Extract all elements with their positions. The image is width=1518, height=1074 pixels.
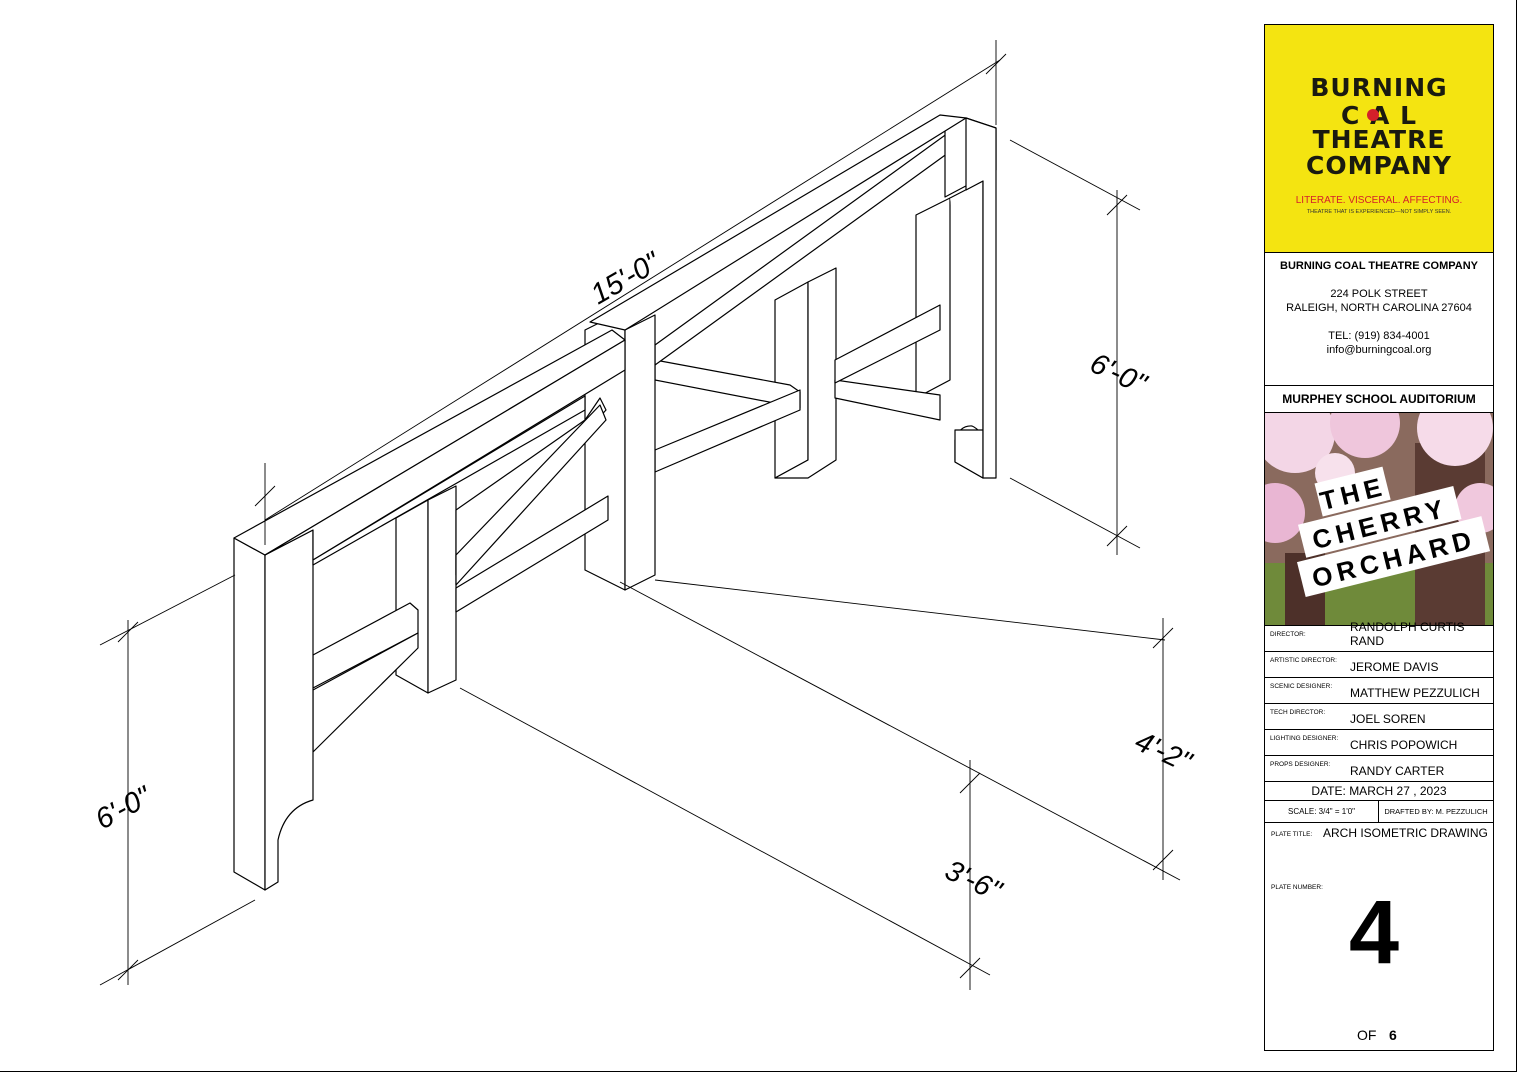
credit-artistic-director: ARTISTIC DIRECTOR: JEROME DAVIS (1265, 652, 1493, 678)
rear-frame (654, 117, 997, 479)
credit-tech-director: TECH DIRECTOR: JOEL SOREN (1265, 704, 1493, 730)
credit-value: JOEL SOREN (1350, 712, 1426, 726)
isometric-arch-drawing: 15'-0" 6'-0" 6'-0" 4'-2" 3'-6" (90, 40, 1197, 990)
credit-value: MATTHEW PEZZULICH (1350, 686, 1480, 700)
logo-line-1: BURNING (1310, 73, 1448, 102)
company-city: RALEIGH, NORTH CAROLINA 27604 (1286, 302, 1472, 314)
logo-tagline: LITERATE. VISCERAL. AFFECTING. (1295, 195, 1463, 206)
company-name: BURNING COAL THEATRE COMPANY (1280, 260, 1478, 272)
show-poster: THE CHERRY ORCHARD (1265, 413, 1493, 626)
credit-label: TECH DIRECTOR: (1270, 709, 1326, 716)
coal-flame-icon (1367, 109, 1379, 121)
credit-value: JEROME DAVIS (1350, 660, 1439, 674)
credit-scenic-designer: SCENIC DESIGNER: MATTHEW PEZZULICH (1265, 678, 1493, 704)
credit-lighting-designer: LIGHTING DESIGNER: CHRIS POPOWICH (1265, 730, 1493, 756)
plate-title-section: PLATE TITLE: ARCH ISOMETRIC DRAWING PLAT… (1265, 823, 1493, 1051)
credit-props-designer: PROPS DESIGNER: RANDY CARTER (1265, 756, 1493, 782)
dim-opening-height: 4'-2" (1130, 725, 1197, 779)
company-email[interactable]: info@burningcoal.org (1326, 344, 1432, 356)
dim-clearance: 3'-6" (940, 854, 1007, 908)
credit-value: RANDY CARTER (1350, 764, 1445, 778)
credit-label: PROPS DESIGNER: (1270, 761, 1331, 768)
company-street: 224 POLK STREET (1330, 288, 1428, 300)
venue-name: MURPHEY SCHOOL AUDITORIUM (1265, 386, 1493, 413)
credit-value: RANDOLPH CURTIS RAND (1350, 620, 1465, 648)
drafted-by: DRAFTED BY: M. PEZZULICH (1384, 807, 1488, 816)
plate-number-label: PLATE NUMBER: (1271, 884, 1323, 891)
logo-line-4: COMPANY (1306, 151, 1452, 180)
plate-of-label: OF (1357, 1027, 1377, 1043)
logo-line-3: THEATRE (1312, 125, 1446, 154)
plate-number: 4 (1349, 883, 1400, 983)
plate-title: ARCH ISOMETRIC DRAWING (1323, 826, 1488, 840)
credit-label: SCENIC DESIGNER: (1270, 683, 1333, 690)
dim-left-height: 6'-0" (90, 780, 158, 836)
company-phone: TEL: (919) 834-4001 (1328, 330, 1430, 342)
front-frame (233, 329, 626, 891)
credit-director: DIRECTOR: RANDOLPH CURTIS RAND (1265, 620, 1493, 652)
drawing-scale: SCALE: 3/4" = 1'0" (1265, 801, 1379, 823)
plate-total: 6 (1389, 1027, 1397, 1043)
credit-label: ARTISTIC DIRECTOR: (1270, 657, 1337, 664)
credit-value: CHRIS POPOWICH (1350, 738, 1458, 752)
cherry-blossom-art: THE CHERRY ORCHARD (1265, 413, 1493, 625)
drawing-date: DATE: MARCH 27 , 2023 (1265, 782, 1493, 801)
company-logo-panel: BURNING C A L THEATRE COMPANY LITERATE. … (1265, 25, 1493, 253)
company-info: BURNING COAL THEATRE COMPANY 224 POLK ST… (1265, 253, 1493, 386)
plate-title-label: PLATE TITLE: (1271, 831, 1313, 838)
dimension-lines (99, 40, 1181, 990)
dim-right-height: 6'-0" (1085, 347, 1152, 401)
credit-label: LIGHTING DESIGNER: (1270, 735, 1339, 742)
title-block: BURNING C A L THEATRE COMPANY LITERATE. … (1264, 24, 1494, 1051)
logo-subtagline: THEATRE THAT IS EXPERIENCED—NOT SIMPLY S… (1306, 209, 1452, 215)
credit-label: DIRECTOR: (1270, 631, 1306, 638)
scale-row: SCALE: 3/4" = 1'0" DRAFTED BY: M. PEZZUL… (1265, 801, 1493, 823)
